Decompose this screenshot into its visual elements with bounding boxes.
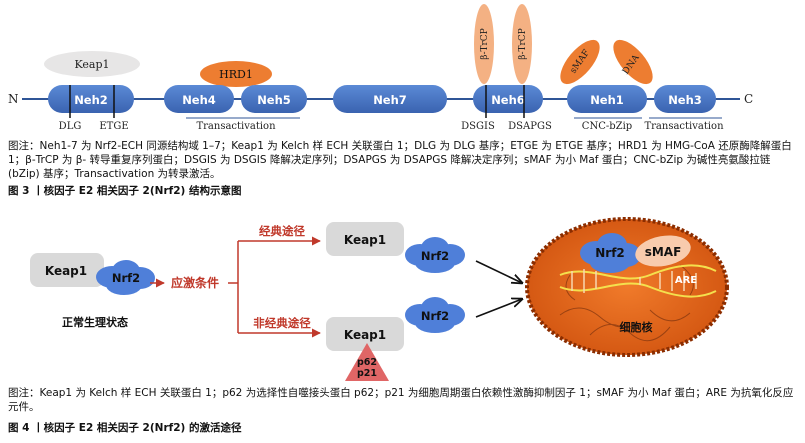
c-terminus-label: C [744, 92, 753, 106]
nucleus-label: 细胞核 [620, 320, 653, 334]
btrcp-binder-1 [474, 4, 494, 84]
hrd1-binder [200, 61, 272, 87]
figure4-caption: 图注：Keap1 为 Kelch 样 ECH 关联蛋白 1；p62 为选择性自噬… [8, 387, 794, 413]
classic-pathway-label: 经典途径 [259, 224, 305, 238]
classic-keap1-label: Keap1 [344, 233, 386, 247]
figure3-title: 图 3 丨核因子 E2 相关因子 2(Nrf2) 结构示意图 [8, 185, 242, 197]
figure4-title: 图 4 丨核因子 E2 相关因子 2(Nrf2) 的激活途径 [8, 422, 242, 434]
domain-neh7 [333, 85, 447, 113]
dna-binder [613, 39, 653, 85]
domain-neh6 [473, 85, 543, 113]
classic-nrf2-cloud [405, 237, 465, 273]
cnc-bzip-label: CNC-bZip [582, 121, 632, 132]
dlg-motif-label: DLG [59, 121, 82, 132]
domain-neh1-label: Neh1 [590, 93, 624, 107]
transactivation-2-label: Transactivation [644, 121, 724, 132]
hrd1-binder-label: HRD1 [219, 68, 253, 81]
nonclassic-keap1-box [326, 317, 404, 351]
nucleus-smaf [635, 235, 691, 267]
normal-state-label: 正常生理状态 [62, 315, 128, 329]
normal-keap1-box [30, 253, 104, 287]
normal-nrf2-cloud [96, 260, 155, 295]
domain-neh2-label: Neh2 [74, 93, 108, 107]
to-nucleus-arrow-2 [475, 299, 522, 318]
p62-label: p62 [357, 357, 377, 368]
nonclassic-pathway-label: 非经典途径 [253, 316, 311, 330]
figure3-diagram: N C Keap1 HRD1 β-TrCP β-TrCP sMAF DNA Ne… [8, 4, 753, 132]
nucleus [525, 217, 729, 357]
p21-label: p21 [357, 368, 377, 379]
normal-keap1-label: Keap1 [45, 264, 87, 278]
dna-helix [559, 264, 717, 298]
keap1-binder-label: Keap1 [74, 58, 109, 71]
transactivation-1-label: Transactivation [196, 121, 276, 132]
nonclassic-nrf2-label: Nrf2 [421, 309, 449, 323]
btrcp-binder-2-label: β-TrCP [518, 28, 528, 60]
figure4-diagram: Keap1 Nrf2 正常生理状态 应激条件 经典途径 非经典途径 Keap1 … [30, 217, 729, 381]
classic-keap1-box [326, 222, 404, 256]
domain-neh4-label: Neh4 [182, 93, 216, 107]
classic-nrf2-label: Nrf2 [421, 249, 449, 263]
nucleus-smaf-label: sMAF [645, 245, 682, 259]
nonclassic-nrf2-cloud [405, 297, 465, 333]
n-terminus-label: N [8, 92, 19, 106]
domain-neh3 [654, 85, 716, 113]
dsapgs-motif-label: DSAPGS [508, 121, 552, 132]
are-label: ARE [675, 275, 697, 286]
to-nucleus-arrow-1 [475, 260, 522, 283]
keap1-binder [44, 51, 140, 77]
domain-neh5 [241, 85, 307, 113]
domain-neh6-label: Neh6 [491, 93, 525, 107]
domain-neh3-label: Neh3 [668, 93, 702, 107]
btrcp-binder-2 [512, 4, 532, 84]
nucleus-nrf2-cloud [580, 233, 641, 273]
dsgis-motif-label: DSGIS [461, 121, 495, 132]
nucleus-nrf2-label: Nrf2 [595, 246, 625, 260]
btrcp-binder-1-label: β-TrCP [480, 28, 490, 60]
domain-neh5-label: Neh5 [257, 93, 291, 107]
stress-condition-label: 应激条件 [171, 275, 219, 290]
normal-nrf2-label: Nrf2 [112, 271, 140, 285]
domain-neh1 [567, 85, 647, 113]
etge-motif-label: ETGE [99, 121, 128, 132]
smaf-binder [560, 39, 600, 85]
domain-neh7-label: Neh7 [373, 93, 407, 107]
p62-p21-triangle [345, 343, 389, 381]
figure3-caption: 图注：Neh1-7 为 Nrf2-ECH 同源结构域 1–7；Keap1 为 K… [8, 140, 792, 180]
domain-neh4 [164, 85, 234, 113]
nonclassic-keap1-label: Keap1 [344, 328, 386, 342]
